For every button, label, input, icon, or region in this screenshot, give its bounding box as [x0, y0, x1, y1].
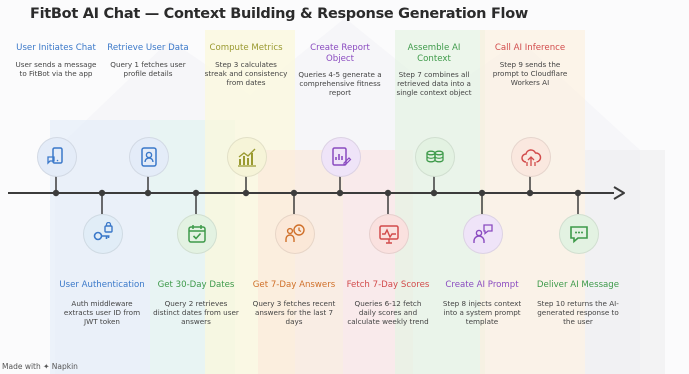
- timeline-node-7: [336, 189, 344, 197]
- chart-bars-icon: [227, 137, 267, 177]
- timeline-node-5: [242, 189, 250, 197]
- step-heading: Fetch 7-Day Scores: [346, 280, 430, 290]
- step-heading: Call AI Inference: [494, 43, 566, 53]
- key-lock-icon: [83, 214, 123, 254]
- person-speech-icon: [463, 214, 503, 254]
- timeline-node-9: [430, 189, 438, 197]
- timeline-node-12: [574, 189, 582, 197]
- person-clock-icon: [275, 214, 315, 254]
- timeline-node-8: [384, 189, 392, 197]
- step-description: Queries 6-12 fetch daily scores and calc…: [347, 298, 429, 326]
- timeline-node-2: [98, 189, 106, 197]
- step-heading: Deliver AI Message: [536, 280, 620, 290]
- step-heading: Get 30-Day Dates: [157, 280, 235, 290]
- step-heading: Retrieve User Data: [107, 43, 189, 53]
- step-description: User sends a message to FitBot via the a…: [15, 59, 97, 78]
- cloud-upload-icon: [511, 137, 551, 177]
- timeline-node-4: [192, 189, 200, 197]
- step-description: Query 2 retrieves distinct dates from us…: [153, 298, 239, 326]
- step-heading: User Authentication: [59, 280, 145, 290]
- step-heading: Get 7-Day Answers: [252, 280, 336, 290]
- step-description: Auth middleware extracts user ID from JW…: [63, 298, 141, 326]
- monitor-trend-icon: [369, 214, 409, 254]
- step-description: Queries 4-5 generate a comprehensive fit…: [298, 70, 382, 98]
- timeline-node-11: [526, 189, 534, 197]
- step-description: Step 8 injects context into a system pro…: [442, 298, 522, 326]
- step-heading: Assemble AI Context: [407, 43, 461, 64]
- calendar-check-icon: [177, 214, 217, 254]
- bg-band-green: [395, 30, 485, 374]
- timeline-arrowhead: [613, 186, 625, 200]
- timeline-node-10: [478, 189, 486, 197]
- step-description: Query 1 fetches user profile details: [110, 59, 186, 78]
- step-description: Step 10 returns the AI-generated respons…: [537, 298, 619, 326]
- report-chart-icon: [321, 137, 361, 177]
- database-stack-icon: [415, 137, 455, 177]
- diagram-title: FitBot AI Chat — Context Building & Resp…: [30, 6, 528, 22]
- phone-chat-icon: [37, 137, 77, 177]
- step-description: Step 7 combines all retrieved data into …: [396, 70, 472, 98]
- step-description: Step 9 sends the prompt to Cloudflare Wo…: [492, 59, 568, 87]
- bg-band-orange: [258, 150, 343, 374]
- user-profile-icon: [129, 137, 169, 177]
- step-heading: Create AI Prompt: [445, 280, 519, 290]
- step-description: Step 3 calculates streak and consistency…: [204, 59, 288, 87]
- step-heading: User Initiates Chat: [16, 43, 96, 53]
- step-heading: Compute Metrics: [209, 43, 283, 53]
- bg-band-grey-right: [585, 150, 665, 374]
- timeline-node-6: [290, 189, 298, 197]
- timeline-node-3: [144, 189, 152, 197]
- step-description: Query 3 fetches recent answers for the l…: [252, 298, 336, 326]
- napkin-credit: Made with ✦ Napkin: [2, 362, 78, 371]
- bg-band-orange-right: [480, 30, 585, 374]
- step-heading: Create Report Object: [310, 43, 370, 64]
- chat-bubble-icon: [559, 214, 599, 254]
- timeline-node-1: [52, 189, 60, 197]
